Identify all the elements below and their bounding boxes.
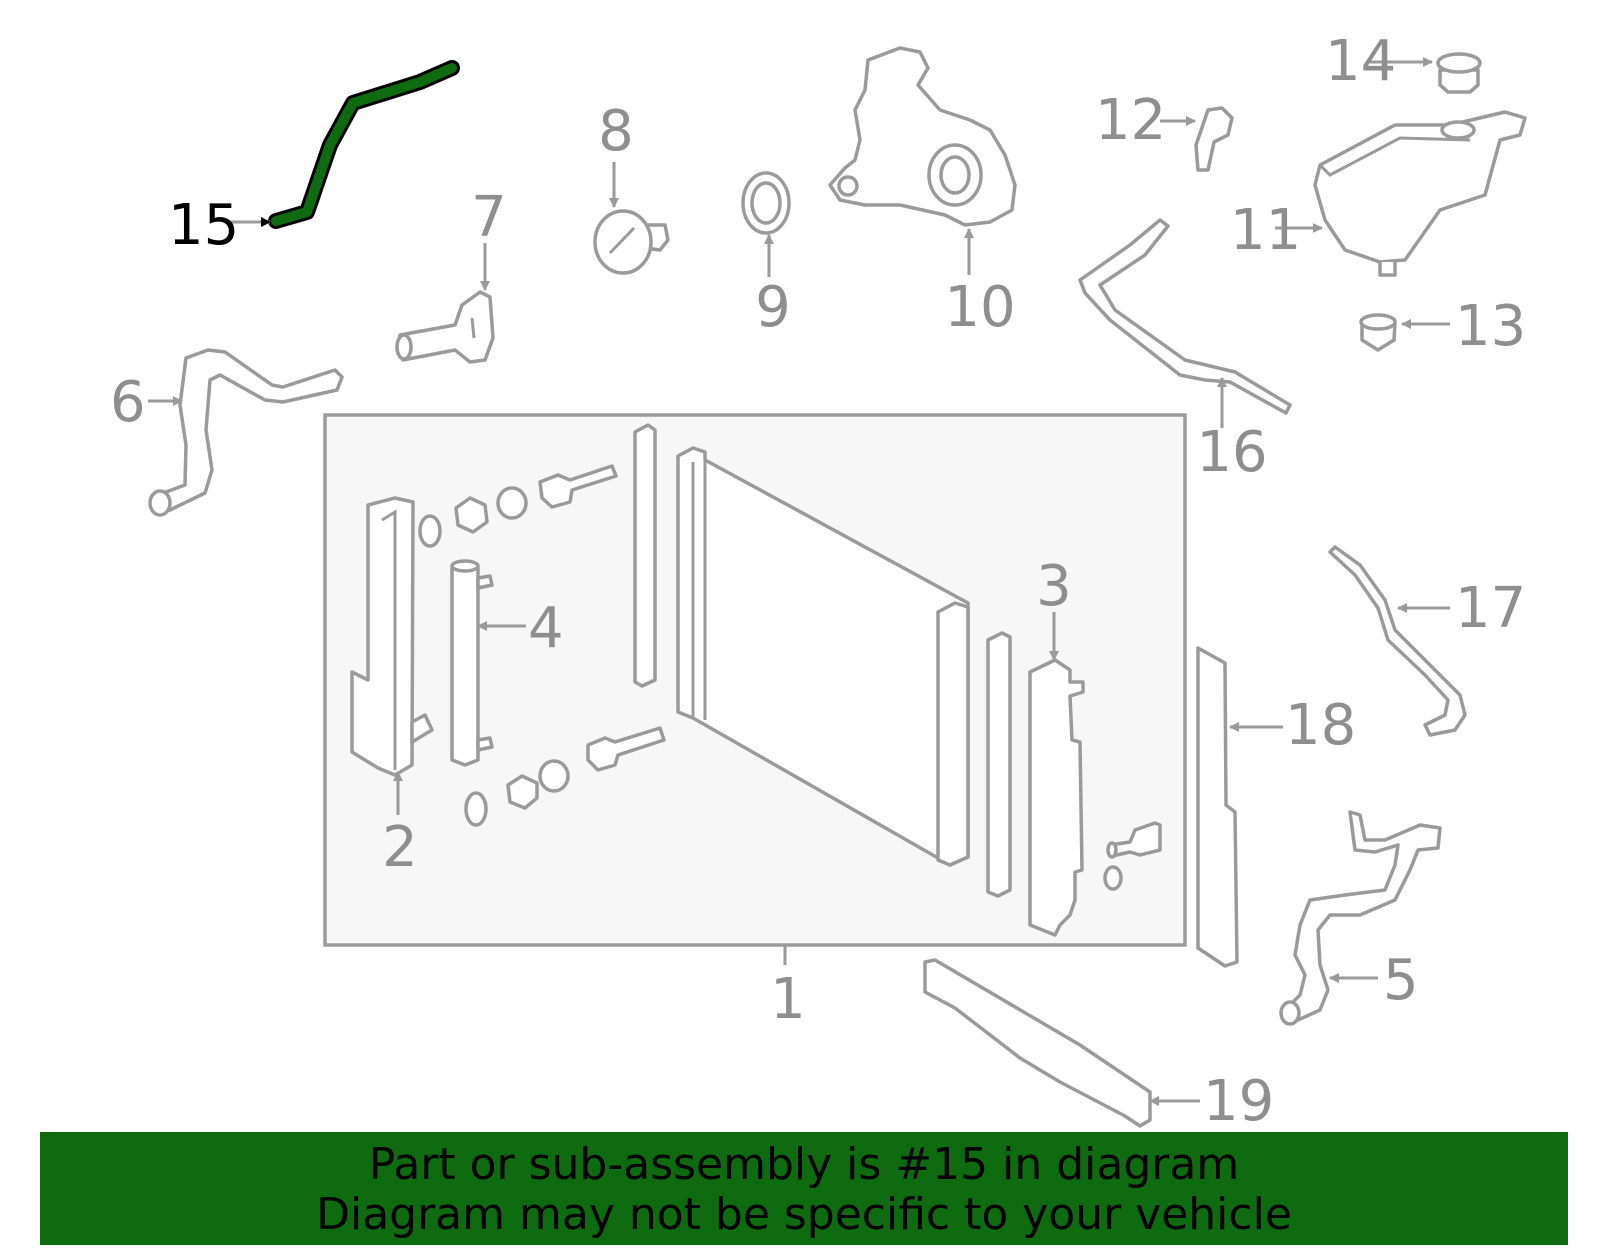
callout-5[interactable]: 5 [1383, 948, 1419, 1013]
callout-17[interactable]: 17 [1455, 576, 1526, 641]
part-13-clip[interactable] [1359, 313, 1397, 352]
callout-18[interactable]: 18 [1285, 693, 1356, 758]
part-11-reservoir[interactable] [1313, 110, 1527, 277]
banner-line-2: Diagram may not be specific to your vehi… [316, 1189, 1292, 1240]
part-4-tube[interactable] [450, 559, 494, 767]
callout-labels: 8 9 10 12 14 11 13 16 6 7 15 17 4 3 18 2… [110, 29, 1526, 1132]
part-9-o-ring[interactable] [741, 171, 791, 235]
seal-strip-left [633, 423, 657, 688]
part-3-tank[interactable] [1028, 658, 1085, 937]
fitting-set-upper [418, 464, 618, 548]
seal-strip-right [986, 631, 1012, 898]
part-19-seal[interactable] [923, 958, 1152, 1128]
part-10-housing[interactable] [828, 46, 1017, 227]
callout-7[interactable]: 7 [471, 185, 507, 250]
part-6-hose[interactable] [156, 348, 344, 514]
callout-9[interactable]: 9 [755, 275, 791, 340]
callout-1[interactable]: 1 [770, 967, 806, 1032]
leader-lines [148, 57, 1450, 1106]
callout-13[interactable]: 13 [1455, 294, 1526, 359]
part-18-seal[interactable] [1196, 646, 1239, 968]
drain-plug [1103, 821, 1162, 891]
callout-15[interactable]: 15 [168, 193, 239, 258]
info-banner: Part or sub-assembly is #15 in diagram D… [40, 1132, 1568, 1245]
part-15-hose[interactable] [268, 60, 460, 229]
callout-12[interactable]: 12 [1095, 88, 1166, 153]
part-2-tank[interactable] [350, 496, 434, 777]
callout-19[interactable]: 19 [1203, 1069, 1274, 1132]
callout-14[interactable]: 14 [1325, 29, 1396, 94]
callout-10[interactable]: 10 [944, 275, 1015, 340]
part-1-radiator-core[interactable] [676, 446, 970, 867]
part-16-hose[interactable] [1078, 218, 1292, 415]
banner-line-1: Part or sub-assembly is #15 in diagram [368, 1139, 1240, 1190]
callout-11[interactable]: 11 [1230, 198, 1301, 263]
callout-8[interactable]: 8 [598, 99, 634, 164]
exploded-parts-diagram: 8 9 10 12 14 11 13 16 6 7 15 17 4 3 18 2… [110, 29, 1527, 1132]
fitting-set-lower [464, 726, 666, 827]
callout-2[interactable]: 2 [382, 815, 418, 880]
callout-4[interactable]: 4 [528, 596, 564, 661]
callout-3[interactable]: 3 [1036, 554, 1072, 619]
part-12-bolt[interactable] [1194, 106, 1234, 172]
callout-16[interactable]: 16 [1196, 420, 1267, 485]
part-5-hose[interactable] [1279, 810, 1442, 1026]
callout-6[interactable]: 6 [110, 370, 146, 435]
part-17-hose[interactable] [1328, 545, 1467, 737]
part-8-plug[interactable] [593, 209, 670, 275]
part-14-cap[interactable] [1436, 52, 1482, 94]
